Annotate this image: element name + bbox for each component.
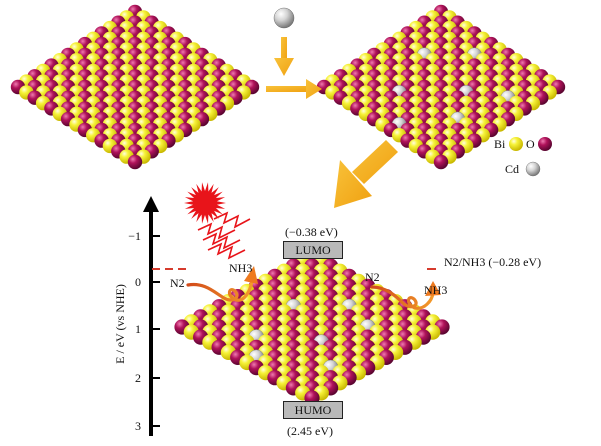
energy-axis <box>143 196 160 436</box>
homo-value: (2.45 eV) <box>287 424 333 438</box>
reaction-arrowhead-right <box>425 281 441 296</box>
arrow-down-icon <box>274 37 294 76</box>
nh3-label-right: NH3 <box>424 283 448 297</box>
oxygen-atom <box>127 154 143 170</box>
lumo-value: (−0.38 eV) <box>285 225 338 239</box>
reaction-arrow-right <box>370 285 435 310</box>
o-legend-swatch <box>538 137 552 151</box>
arrow-right-icon <box>266 79 322 99</box>
tick-label: 0 <box>135 275 141 289</box>
bi-legend-label: Bi <box>494 137 506 151</box>
reaction-arrowhead-left <box>244 266 258 284</box>
cd-atom-icon <box>273 7 295 29</box>
oxygen-atom <box>433 154 449 170</box>
o-legend-label: O <box>526 137 535 151</box>
bi-legend-swatch <box>509 137 523 151</box>
lumo-box: LUMO <box>283 241 343 259</box>
n2-label-left: N2 <box>170 276 185 290</box>
cd-doped-lattice <box>316 4 566 170</box>
cd-legend-label: Cd <box>505 162 520 176</box>
tick-label: 2 <box>135 371 141 385</box>
n2-nh3-potential-label: N2/NH3 (−0.28 eV) <box>444 255 542 269</box>
tick-label: 1 <box>135 322 141 336</box>
cd-legend-swatch <box>525 161 541 177</box>
tick-label: −1 <box>128 229 141 243</box>
nh3-label-left: NH3 <box>229 261 253 275</box>
arrow-diagonal-icon <box>334 140 398 208</box>
energy-axis-title: E / eV (vs NHE) <box>113 284 127 364</box>
sun-icon <box>184 182 226 224</box>
homo-box: HUMO <box>283 401 343 419</box>
light-rays-icon <box>197 211 251 260</box>
reaction-arrow-left <box>186 279 254 302</box>
tick-label: 3 <box>135 419 141 433</box>
bio-lattice-pristine <box>10 4 260 170</box>
cd-doped-lattice-photocatalyst <box>174 248 450 406</box>
n2-label-right: N2 <box>365 270 380 284</box>
